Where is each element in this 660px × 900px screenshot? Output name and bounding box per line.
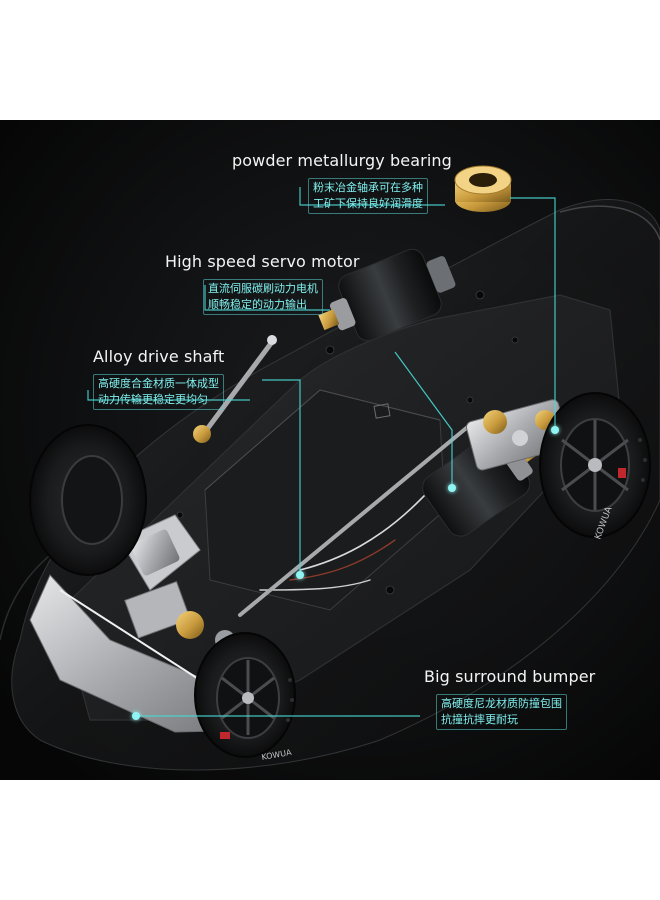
callout-bumper-desc-line2: 抗撞抗摔更耐玩 (441, 713, 518, 726)
callout-markers (132, 426, 559, 720)
wheel-front (194, 632, 296, 758)
callout-bumper-desc: 高硬度尼龙材质防撞包围 抗撞抗摔更耐玩 (436, 694, 567, 730)
callout-shaft-title: Alloy drive shaft (93, 347, 225, 366)
drive-shaft-part (193, 335, 277, 443)
callout-bumper-desc-line1: 高硬度尼龙材质防撞包围 (441, 697, 562, 710)
product-photo: powder metallurgy bearing 粉末冶金轴承可在多种 工矿下… (0, 120, 660, 780)
callout-lines (87, 187, 556, 717)
callout-bearing-desc: 粉末冶金轴承可在多种 工矿下保持良好润滑度 (308, 178, 428, 214)
callout-bumper: Big surround bumper 高硬度尼龙材质防撞包围 抗撞抗摔更耐玩 (424, 667, 595, 730)
servo-motor-part (318, 248, 456, 342)
callout-bumper-title: Big surround bumper (424, 667, 596, 686)
callout-shaft-desc-line1: 高硬度合金材质一体成型 (98, 377, 219, 390)
callout-motor-desc: 直流伺服碳刷动力电机 顺畅稳定的动力输出 (203, 279, 323, 315)
callout-bearing-desc-line2: 工矿下保持良好润滑度 (313, 197, 423, 210)
callout-bearing: powder metallurgy bearing 粉末冶金轴承可在多种 工矿下… (232, 151, 452, 214)
callout-shaft: Alloy drive shaft 高硬度合金材质一体成型 动力传输更稳定更均匀 (93, 347, 224, 410)
center-drive-rod (238, 423, 472, 617)
callout-motor-desc-line2: 顺畅稳定的动力输出 (208, 298, 307, 311)
wheel-rear-right (539, 392, 651, 538)
bearing-part (454, 165, 512, 212)
callout-motor: High speed servo motor 直流伺服碳刷动力电机 顺畅稳定的动… (165, 252, 360, 315)
callout-motor-desc-line1: 直流伺服碳刷动力电机 (208, 282, 318, 295)
rc-car-chassis-illustration (0, 120, 660, 780)
callout-motor-title: High speed servo motor (165, 252, 360, 271)
callout-shaft-desc: 高硬度合金材质一体成型 动力传输更稳定更均匀 (93, 374, 224, 410)
wheel-rear-left (29, 424, 147, 576)
callout-bearing-title: powder metallurgy bearing (232, 151, 452, 170)
callout-bearing-desc-line1: 粉末冶金轴承可在多种 (313, 181, 423, 194)
callout-shaft-desc-line2: 动力传输更稳定更均匀 (98, 393, 208, 406)
tire-tread (286, 438, 647, 722)
